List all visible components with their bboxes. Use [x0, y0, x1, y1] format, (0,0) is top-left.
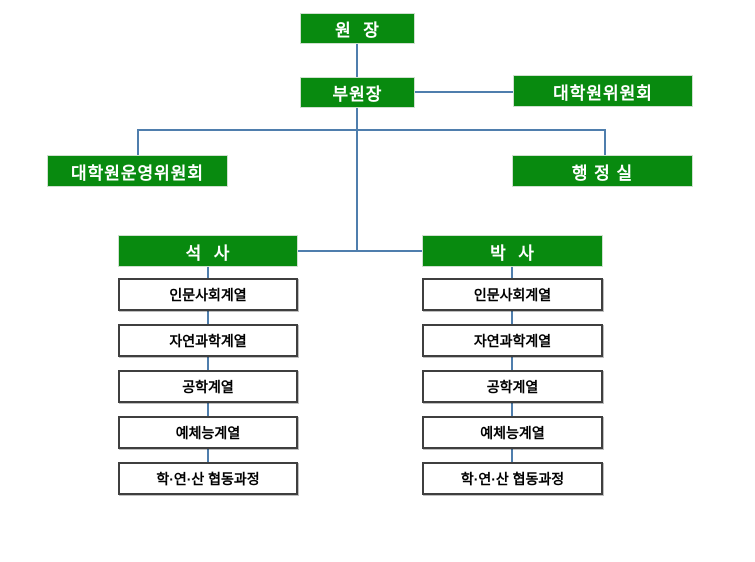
connector-doctorate-dept-4 — [511, 449, 513, 462]
masters-dept-humanities: 인문사회계열 — [118, 278, 298, 311]
doctorate-dept-arts-sports: 예체능계열 — [422, 416, 603, 449]
connector-masters-dept-1 — [207, 311, 209, 324]
node-operating-committee: 대학원운영위원회 — [47, 155, 228, 187]
connector-branch-to-admin-office — [604, 129, 606, 156]
doctorate-dept-natural-science: 자연과학계열 — [422, 324, 603, 357]
masters-dept-natural-science: 자연과학계열 — [118, 324, 298, 357]
masters-dept-arts-sports: 예체능계열 — [118, 416, 298, 449]
node-admin-office: 행 정 실 — [512, 155, 693, 187]
connector-director-to-vice — [356, 44, 358, 77]
connector-vice-down — [356, 108, 358, 252]
node-director: 원 장 — [300, 13, 415, 44]
connector-masters-dept-2 — [207, 357, 209, 370]
connector-doctorate-dept-1 — [511, 311, 513, 324]
masters-dept-cooperative: 학·연·산 협동과정 — [118, 462, 298, 495]
doctorate-dept-humanities: 인문사회계열 — [422, 278, 603, 311]
node-vice-director: 부원장 — [300, 77, 415, 108]
connector-doctorate-dept-0 — [511, 267, 513, 278]
node-masters: 석 사 — [118, 235, 298, 267]
connector-branch-horizontal — [137, 129, 606, 131]
connector-masters-dept-3 — [207, 403, 209, 416]
connector-doctorate-dept-3 — [511, 403, 513, 416]
connector-masters-dept-4 — [207, 449, 209, 462]
connector-masters-dept-0 — [207, 267, 209, 278]
masters-dept-engineering: 공학계열 — [118, 370, 298, 403]
doctorate-dept-engineering: 공학계열 — [422, 370, 603, 403]
connector-masters-doctorate — [298, 250, 422, 252]
node-doctorate: 박 사 — [422, 235, 603, 267]
connector-branch-to-operating-committee — [137, 129, 139, 156]
node-graduate-committee: 대학원위원회 — [513, 75, 693, 107]
connector-doctorate-dept-2 — [511, 357, 513, 370]
doctorate-dept-cooperative: 학·연·산 협동과정 — [422, 462, 603, 495]
connector-vice-to-graduate-committee — [415, 91, 513, 93]
